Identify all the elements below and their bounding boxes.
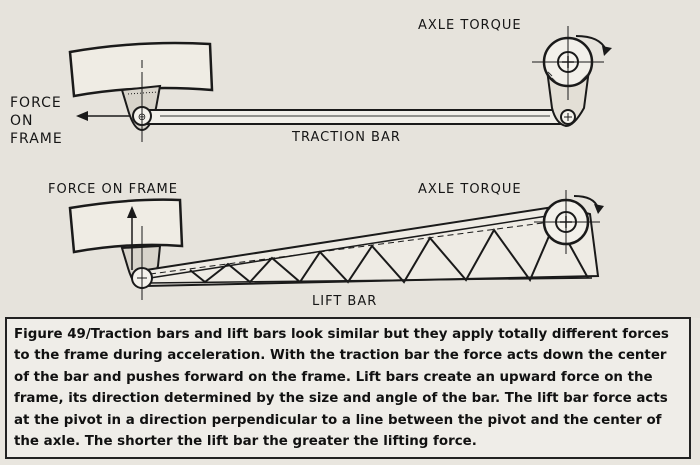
lift-bar-label: LIFT BAR: [312, 294, 378, 309]
caption-line-4: frame, its direction determined by the s…: [14, 391, 668, 407]
diagram: ⊕: [10, 18, 612, 309]
force-on-frame-line-2: ON: [10, 113, 34, 129]
force-on-frame-line-1: FORCE: [10, 95, 62, 111]
force-on-frame-line-3: FRAME: [10, 131, 63, 147]
traction-bar-label: TRACTION BAR: [292, 130, 401, 145]
frame-rail-top: [68, 41, 214, 98]
caption-line-6: the axle. The shorter the lift bar the g…: [14, 434, 477, 450]
axle-torque-label-top: AXLE TORQUE: [418, 18, 522, 33]
force-on-frame-label-bottom: FORCE ON FRAME: [48, 182, 178, 197]
lift-bar-assembly: [68, 190, 604, 300]
caption-line-5: at the pivot in a direction perpendicula…: [14, 412, 662, 428]
figure-caption: Figure 49/Traction bars and lift bars lo…: [5, 317, 691, 459]
force-on-frame-label-top: FORCE ON FRAME: [10, 94, 63, 148]
diagram-canvas: ⊕: [68, 26, 612, 300]
traction-bar: [143, 109, 569, 125]
caption-line-1: Figure 49/Traction bars and lift bars lo…: [14, 327, 669, 342]
traction-bar-assembly: ⊕: [68, 26, 612, 142]
lift-bar-truss: [189, 219, 557, 284]
caption-line-2: to the frame during acceleration. With t…: [14, 348, 667, 364]
caption-line-3: of the bar and pushes forward on the fra…: [14, 369, 653, 385]
frame-rail-bottom: [68, 198, 184, 254]
axle-torque-label-bottom: AXLE TORQUE: [418, 182, 522, 197]
